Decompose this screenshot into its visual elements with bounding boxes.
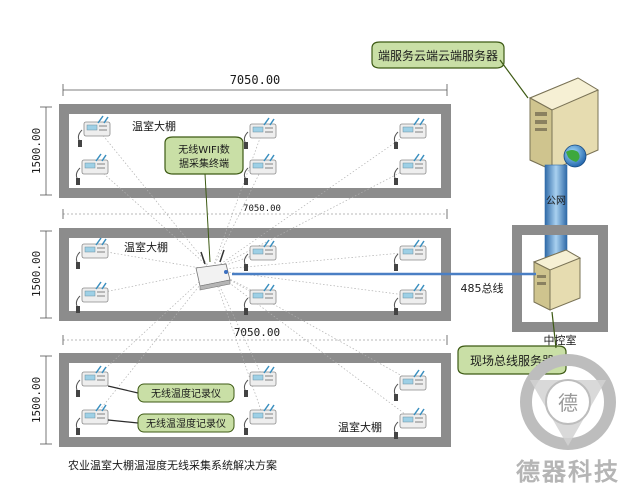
height-dimension-3: 1500.00 [30, 355, 52, 445]
globe-icon [563, 144, 587, 168]
wireless-recorder-icon [393, 283, 427, 316]
width-dimension-1: 7050.00 [62, 73, 448, 96]
field-server-callout-pointer [551, 311, 557, 349]
rs485-bus-label: 485总线 [461, 281, 504, 295]
field-server-label: 现场总线服务器 [470, 353, 554, 368]
diagram-caption: 农业温室大棚温湿度无线采集系统解决方案 [68, 458, 277, 472]
brand-name: 德器科技 [516, 458, 620, 486]
control-room: 中控室 [512, 225, 608, 347]
wireless-links [94, 127, 414, 421]
wireless-recorder-icon [243, 153, 277, 186]
width-label-1: 7050.00 [230, 73, 281, 87]
wireless-link [211, 269, 264, 297]
brand-seal-icon: 德 [520, 354, 616, 450]
width-dimension-2: 7050.00 [62, 204, 448, 219]
temp-recorder-callout-box [137, 383, 235, 403]
height-dimension-1: 1500.00 [30, 106, 52, 196]
brand-seal-text: 德 [558, 391, 578, 415]
wireless-recorder-icon [75, 237, 109, 270]
cloud-server-callout: 端服务云端云端服务器 [371, 41, 529, 99]
height-label-3: 1500.00 [30, 377, 43, 423]
width-dimension-3: 7050.00 [62, 326, 448, 345]
public-network-label: 公网 [546, 195, 566, 207]
height-dimension-2: 1500.00 [30, 230, 52, 319]
wireless-recorder-icon [243, 403, 277, 436]
wireless-recorder-icon [393, 407, 427, 440]
wireless-recorder-icon [393, 369, 427, 402]
greenhouse-1-wall [59, 104, 451, 198]
wireless-recorder-icon [77, 115, 111, 148]
wireless-link [211, 129, 264, 271]
temp-recorder-label: 无线温度记录仪 [151, 387, 221, 400]
temp-recorder-callout: 无线温度记录仪 [107, 383, 235, 403]
height-label-2: 1500.00 [30, 251, 43, 297]
wireless-link [211, 269, 414, 421]
wifi-terminal-label-line2: 据采集终端 [179, 157, 229, 170]
wireless-recorder-icon [393, 153, 427, 186]
wireless-recorder-icon [243, 365, 277, 398]
greenhouse-2-wall [59, 228, 451, 321]
cloud-server-callout-pointer [499, 59, 529, 99]
wireless-link [96, 127, 213, 271]
field-server-icon [532, 249, 582, 311]
greenhouse-1-label: 温室大棚 [132, 119, 176, 133]
wireless-link [211, 251, 414, 271]
width-label-3: 7050.00 [234, 326, 280, 339]
control-room-wall [512, 225, 608, 332]
wifi-router-icon [195, 249, 231, 291]
height-label-1: 1500.00 [30, 128, 43, 174]
wifi-terminal-callout-pointer [204, 173, 211, 263]
wireless-link [94, 165, 213, 271]
wireless-link [211, 269, 264, 379]
cloud-server-label: 端服务云端云端服务器 [378, 48, 498, 63]
wireless-recorder-icon [75, 403, 109, 436]
greenhouse-3-label: 温室大棚 [338, 420, 382, 434]
wifi-terminal-callout: 无线WIFI数 据采集终端 [164, 136, 244, 263]
wireless-recorder-icon [243, 283, 277, 316]
greenhouse-3-wall [59, 353, 451, 447]
width-label-2: 7050.00 [243, 204, 281, 214]
brand-logo: 德 德器科技 [516, 354, 620, 486]
public-network-pipe [544, 164, 568, 266]
wireless-recorder-icon [243, 239, 277, 272]
wireless-recorder-icon [243, 117, 277, 150]
wireless-link [94, 269, 213, 295]
wireless-link [211, 165, 414, 271]
temp-humidity-recorder-callout-box [137, 413, 235, 433]
wireless-recorder-icon [393, 239, 427, 272]
wireless-recorder-icon [75, 365, 109, 398]
temp-humidity-recorder-callout: 无线温湿度记录仪 [107, 413, 235, 433]
wireless-recorder-icon [75, 153, 109, 186]
temp-humidity-recorder-label: 无线温湿度记录仪 [146, 417, 226, 430]
greenhouse-2-label: 温室大棚 [124, 240, 168, 254]
wireless-link [211, 269, 414, 297]
wireless-link [94, 249, 213, 271]
cloud-server-callout-box [371, 41, 505, 69]
wifi-terminal-label-line1: 无线WIFI数 [178, 143, 230, 156]
wireless-link [211, 129, 414, 271]
cloud-server-icon [528, 77, 600, 171]
wireless-link [211, 269, 264, 417]
control-room-label: 中控室 [544, 333, 577, 347]
wifi-terminal-callout-box [164, 136, 244, 175]
wireless-recorder-icon [393, 117, 427, 150]
wireless-recorder-icon [75, 281, 109, 314]
